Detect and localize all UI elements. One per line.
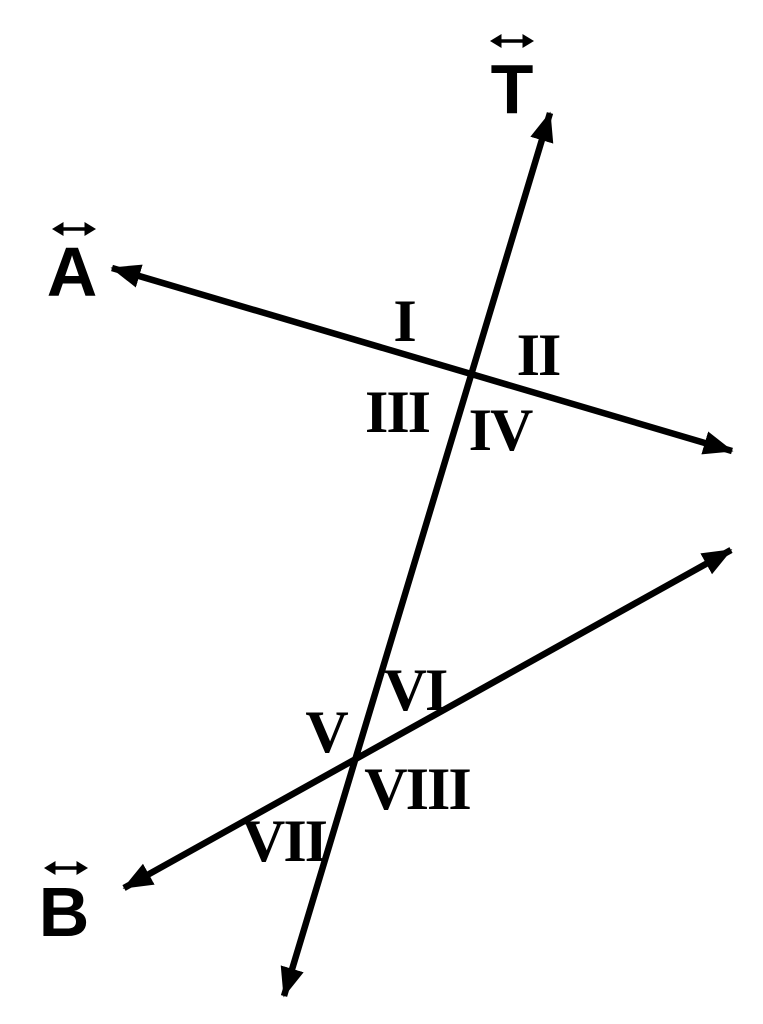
line-label-B: B bbox=[38, 873, 90, 951]
line-label-A: A bbox=[46, 233, 98, 311]
double-arrow-icon bbox=[52, 222, 96, 236]
angle-label-5: V bbox=[305, 699, 348, 765]
line-label-T: T bbox=[490, 50, 534, 128]
double-arrow-icon bbox=[44, 861, 88, 875]
double-arrow-icon bbox=[490, 34, 534, 48]
angle-label-2: II bbox=[516, 322, 562, 388]
angle-label-3: III bbox=[364, 379, 431, 445]
line-B bbox=[122, 547, 733, 891]
angle-label-1: I bbox=[393, 288, 416, 354]
angle-label-4: IV bbox=[468, 397, 534, 463]
angle-label-8: VIII bbox=[364, 756, 471, 822]
angle-label-6: VI bbox=[383, 657, 449, 723]
line-A bbox=[110, 264, 734, 455]
angle-label-7: VII bbox=[241, 808, 328, 874]
